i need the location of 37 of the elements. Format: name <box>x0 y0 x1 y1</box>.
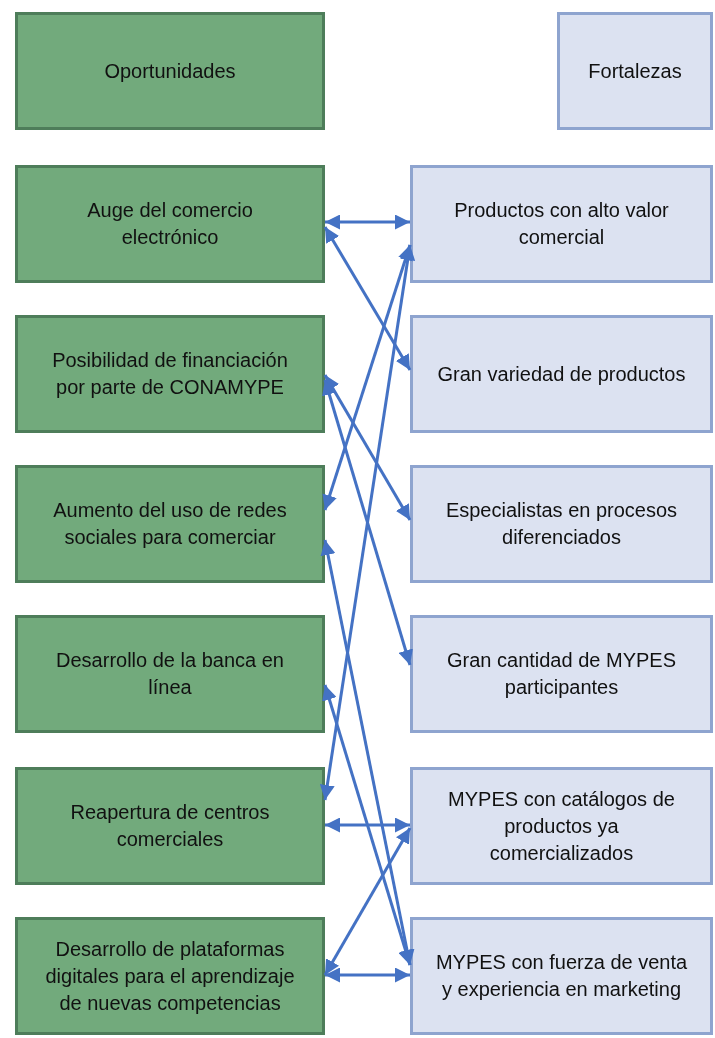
box-text: Aumento del uso de redes sociales para comerciar <box>52 498 288 550</box>
box-text: Auge del comercio electrónico <box>86 198 254 250</box>
strength-box <box>410 615 713 733</box>
box-text: Productos con alto valor comercial <box>453 198 670 250</box>
box-text: Especialistas en procesos diferenciados <box>444 498 679 550</box>
box-text: Desarrollo de plataformas digitales para el aprendizaje de nuevas competencias <box>44 936 296 1016</box>
strength-box <box>410 165 713 283</box>
opportunity-box <box>15 615 325 733</box>
arrow <box>325 967 410 983</box>
opportunity-box <box>15 465 325 583</box>
box-text: Gran cantidad de MYPES participantes <box>446 648 677 700</box>
arrow <box>323 827 412 976</box>
arrow <box>323 374 412 521</box>
box-text: Posibilidad de financiación por parte de CONAMYPE <box>51 348 289 400</box>
box-text: Fortalezas <box>588 58 682 84</box>
opportunity-box <box>15 315 325 433</box>
arrow <box>325 214 410 230</box>
strength-box <box>410 315 713 433</box>
strength-box <box>410 767 713 885</box>
box-text: Desarrollo de la banca en línea <box>55 648 285 700</box>
header-box <box>557 12 713 130</box>
box-text: Gran variedad de productos <box>437 361 686 387</box>
opportunity-box <box>15 917 325 1035</box>
box-text: MYPES con catálogos de productos ya comercializados <box>447 786 676 866</box>
box-text: Reapertura de centros comerciales <box>69 800 271 852</box>
strength-box <box>410 917 713 1035</box>
box-text: Oportunidades <box>104 58 236 84</box>
header-box <box>15 12 325 130</box>
arrow <box>323 226 412 371</box>
opportunity-box <box>15 165 325 283</box>
arrow <box>322 684 413 966</box>
box-text: MYPES con fuerza de venta y experiencia en marketing <box>435 950 688 1002</box>
arrow <box>319 244 416 801</box>
opportunity-box <box>15 767 325 885</box>
strength-box <box>410 465 713 583</box>
arrow <box>322 379 413 666</box>
arrow <box>325 817 410 833</box>
